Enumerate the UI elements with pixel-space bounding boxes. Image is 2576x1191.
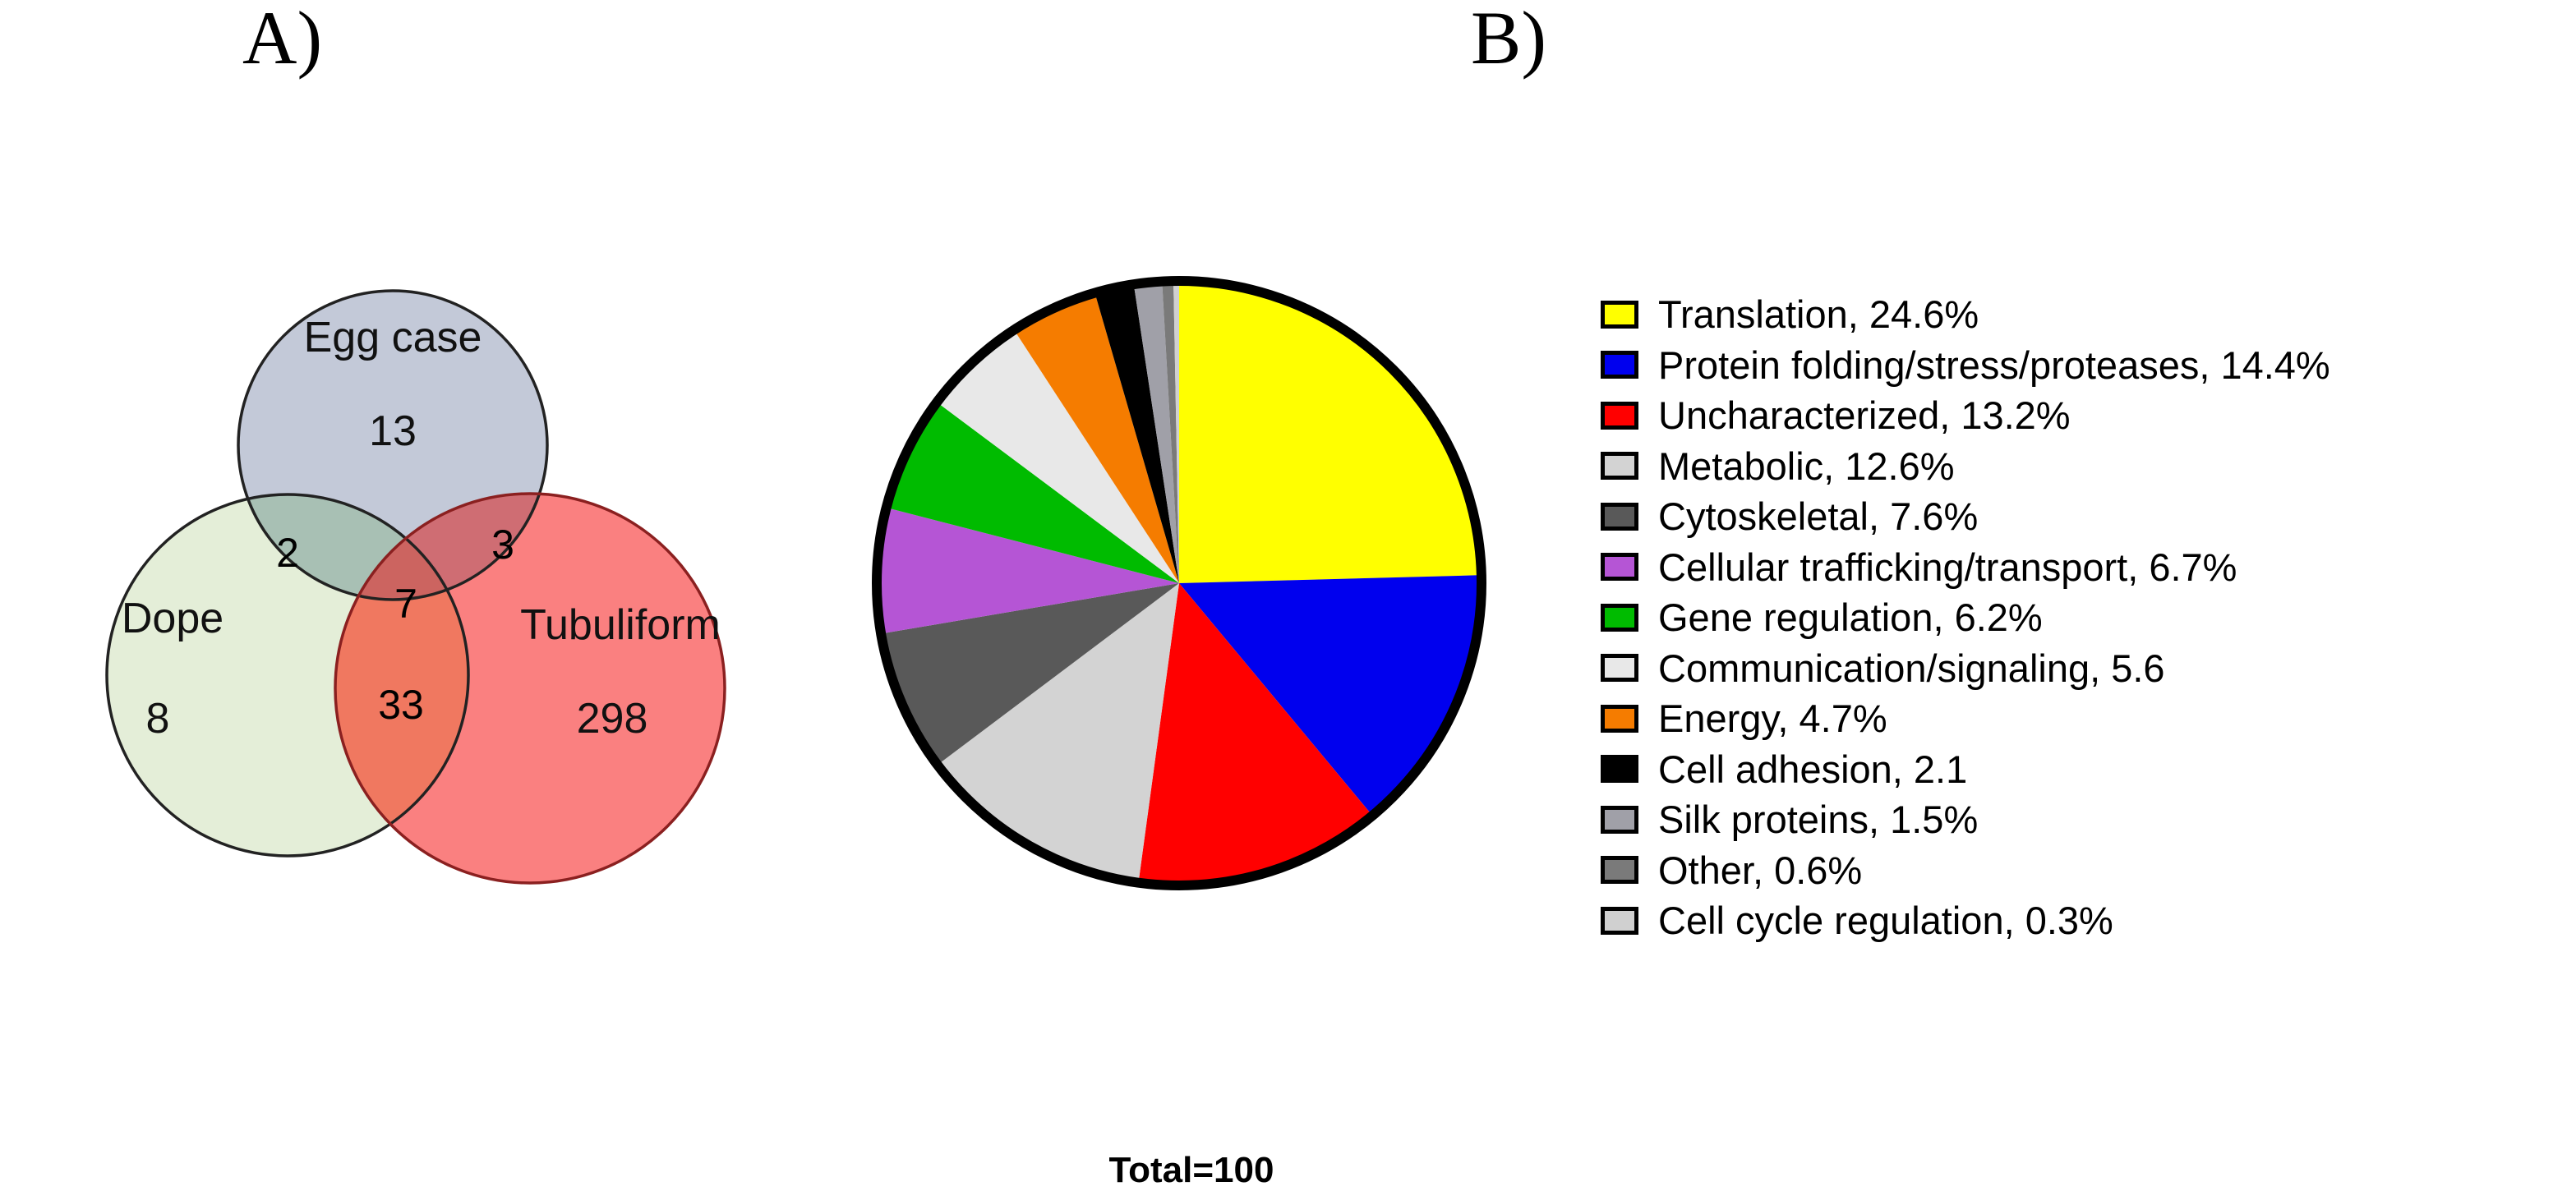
legend-color-swatch [1601,603,1638,632]
pie-slice [1133,281,1179,583]
pie-slice [1179,281,1482,583]
legend-color-swatch [1601,906,1638,935]
venn-count-tubuliform: 298 [577,695,648,743]
venn-count-all-three: 7 [394,581,417,627]
pie-legend: Translation, 24.6% Protein folding/stress… [1601,289,2570,946]
pie-slice [937,583,1179,883]
legend-item-label: Protein folding/stress/proteases, 14.4% [1658,343,2330,387]
legend-item-label: Communication/signaling, 5.6 [1658,646,2165,690]
legend-color-swatch [1601,805,1638,834]
venn-diagram: Egg case 13 Dope 8 Tubuliform 298 2 3 33… [0,123,822,1074]
legend-item-label: Cell adhesion, 2.1 [1658,747,1968,791]
venn-outline-egg-case [237,289,549,601]
venn-count-egg-dope: 2 [276,530,299,576]
venn-label-tubuliform: Tubuliform [520,601,721,649]
legend-color-swatch [1601,401,1638,430]
legend-item[interactable]: Metabolic, 12.6% [1601,441,2570,492]
venn-outline-tubuliform [334,492,726,885]
legend-item[interactable]: Gene regulation, 6.2% [1601,592,2570,643]
legend-item-label: Metabolic, 12.6% [1658,444,1955,488]
legend-item-label: Cellular trafficking/transport, 6.7% [1658,545,2237,589]
legend-color-swatch [1601,300,1638,329]
legend-item-label: Cell cycle regulation, 0.3% [1658,899,2113,943]
venn-count-dope-tubuliform: 33 [378,682,424,728]
pie-slice [937,329,1179,583]
legend-item-label: Cytoskeletal, 7.6% [1658,494,1979,539]
legend-color-swatch [1601,654,1638,683]
legend-item[interactable]: Cell adhesion, 2.1 [1601,744,2570,795]
legend-item[interactable]: Cell cycle regulation, 0.3% [1601,895,2570,946]
venn-overlap-all-three [335,494,468,600]
legend-item-label: Silk proteins, 1.5% [1658,798,1979,842]
venn-count-egg-case: 13 [369,407,417,455]
pie-slice [1179,575,1482,816]
venn-label-dope: Dope [122,595,223,642]
pie-slice [881,583,1179,766]
legend-item[interactable]: Silk proteins, 1.5% [1601,794,2570,845]
legend-item[interactable]: Other, 0.6% [1601,845,2570,896]
legend-item-label: Gene regulation, 6.2% [1658,596,2043,640]
legend-item[interactable]: Energy, 4.7% [1601,693,2570,744]
legend-color-swatch [1601,351,1638,379]
panel-b-label: B) [1471,0,1546,80]
venn-count-dope: 8 [146,695,170,743]
pie-slice [1014,292,1179,583]
venn-outline-dope [105,493,470,858]
pie-slice [886,402,1179,583]
legend-item[interactable]: Cellular trafficking/transport, 6.7% [1601,542,2570,593]
pie-chart: Total=100 [855,263,1528,1190]
legend-color-swatch [1601,502,1638,531]
venn-label-egg-case: Egg case [304,314,482,361]
legend-item[interactable]: Protein folding/stress/proteases, 14.4% [1601,340,2570,391]
legend-item-label: Energy, 4.7% [1658,697,1887,741]
legend-color-swatch [1601,856,1638,885]
legend-item[interactable]: Translation, 24.6% [1601,289,2570,340]
legend-color-swatch [1601,755,1638,784]
pie-slice [1162,281,1179,583]
legend-item[interactable]: Uncharacterized, 13.2% [1601,390,2570,441]
legend-item[interactable]: Cytoskeletal, 7.6% [1601,491,2570,542]
legend-color-swatch [1601,452,1638,481]
pie-slice [1138,583,1373,885]
legend-item[interactable]: Communication/signaling, 5.6 [1601,643,2570,694]
pie-slice [1173,281,1179,583]
legend-color-swatch [1601,553,1638,582]
panel-a-label: A) [242,0,323,80]
legend-item-label: Translation, 24.6% [1658,292,1979,337]
pie-slice-group [877,281,1482,885]
venn-count-egg-tubuliform: 3 [491,522,514,568]
pie-slice [877,508,1179,634]
pie-slice [1094,284,1179,583]
pie-total-label: Total=100 [1108,1150,1274,1190]
legend-color-swatch [1601,704,1638,733]
legend-item-label: Uncharacterized, 13.2% [1658,393,2071,438]
pie-outline [872,276,1486,890]
legend-item-label: Other, 0.6% [1658,848,1863,892]
